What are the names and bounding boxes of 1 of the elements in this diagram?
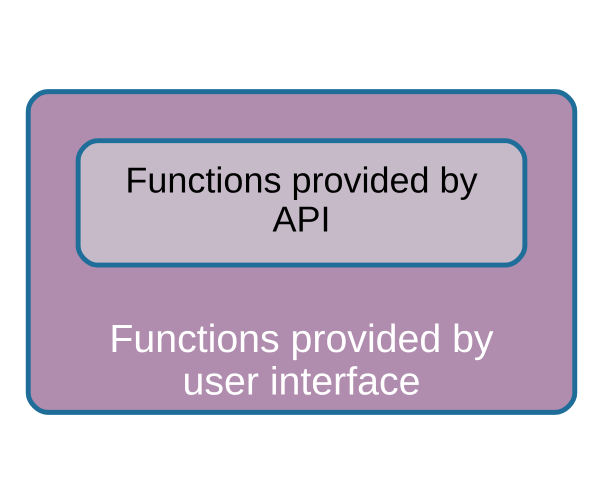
node-box: Functions provided by API	[76, 138, 528, 268]
